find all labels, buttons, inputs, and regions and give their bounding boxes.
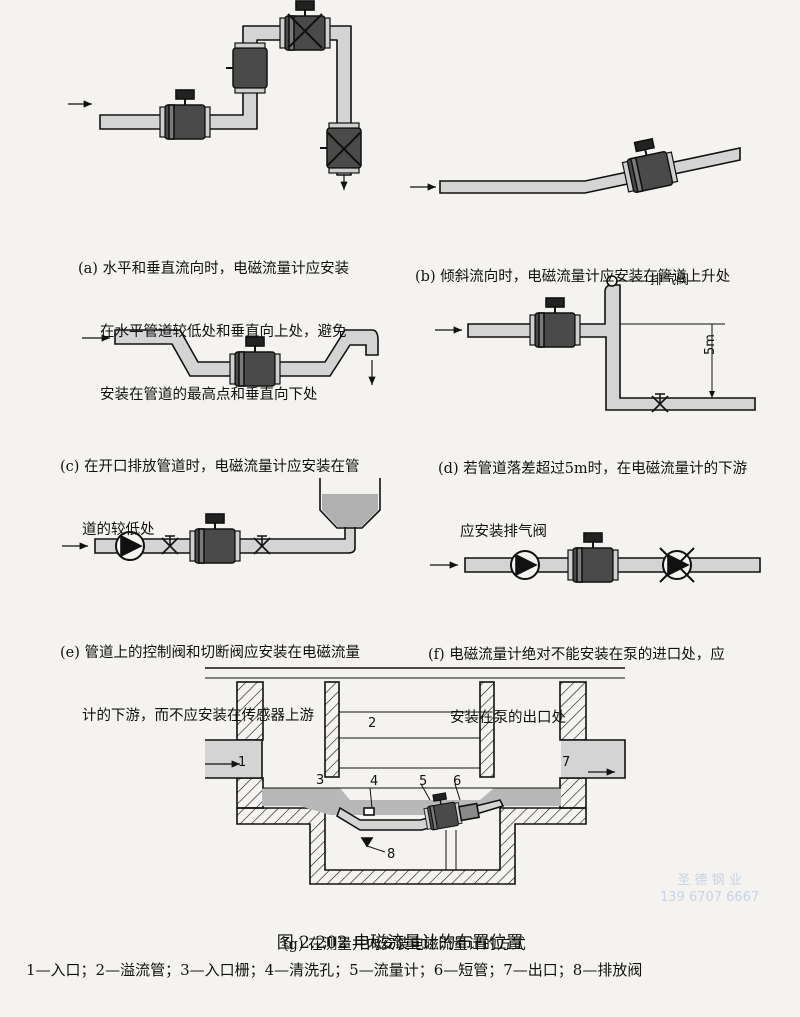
caption-a: (a) 水平和垂直流向时，电磁流量计应安装 在水平管道较低处和垂直向上处，避免 …: [78, 217, 349, 427]
label-7: 7: [562, 755, 571, 770]
left-wall: [236, 681, 264, 741]
label-5: 5: [419, 774, 428, 789]
caption-e-line-2: 计的下游，而不应安装在传感器上游: [82, 708, 314, 724]
caption-d-line-1: (d) 若管道落差超过5m时，在电磁流量计的下游: [438, 461, 748, 477]
label-8: 8: [387, 847, 396, 862]
caption-f-line-2: 安装在泵的出口处: [450, 710, 566, 726]
cleaning-hole: [363, 807, 375, 816]
cross-mark: [287, 13, 323, 49]
caption-d: (d) 若管道落差超过5m时，在电磁流量计的下游 应安装排气阀: [438, 417, 747, 564]
label-2: 2: [368, 716, 377, 731]
short-pipe: [457, 802, 481, 822]
label-6: 6: [453, 774, 462, 789]
caption-d-line-2: 应安装排气阀: [460, 524, 547, 540]
caption-c-line-2: 道的较低处: [82, 522, 155, 538]
caption-a-line-2: 在水平管道较低处和垂直向上处，避免: [100, 324, 347, 340]
drain-valve: [360, 837, 374, 848]
watermark-line-2: 139 6707 6667: [660, 890, 760, 905]
legend: 1—入口；2—溢流管；3—入口栅；4—清洗孔；5—流量计；6—短管；7—出口；8…: [26, 961, 643, 979]
caption-f: (f) 电磁流量计绝对不能安装在泵的进口处，应 安装在泵的出口处: [428, 603, 725, 750]
panel-g: [205, 667, 626, 885]
caption-g-text: (g) 在测量井内安装电磁流量计的方式: [283, 937, 526, 953]
caption-a-line-1: (a) 水平和垂直流向时，电磁流量计应安装: [78, 261, 350, 277]
panel-d: [435, 275, 756, 413]
caption-e-line-1: (e) 管道上的控制阀和切断阀应安装在电磁流量: [60, 645, 361, 661]
cross-mark: [326, 131, 362, 167]
caption-b-line-1: (b) 倾斜流向时，电磁流量计应安装在管道上升处: [415, 269, 731, 285]
label-exhaust-valve: 排气阀: [650, 273, 690, 288]
panel-a: [68, 0, 362, 190]
caption-c-line-1: (c) 在开口排放管道时，电磁流量计应安装在管: [60, 459, 360, 475]
caption-a-line-3: 安装在管道的最高点和垂直向下处: [100, 387, 318, 403]
panel-b: [410, 134, 741, 195]
panel-c: [82, 329, 379, 387]
panel-e: [62, 478, 381, 564]
meter-vertical-up-ok: [225, 42, 268, 94]
meter-vertical-down-wrong: [319, 122, 362, 174]
meter-horizontal-ok: [159, 89, 211, 140]
figure-title: 图 2.202 电磁流量计的布置位置: [276, 933, 524, 953]
watermark-line-1: 圣 德 钢 业: [677, 873, 742, 888]
label-1: 1: [238, 755, 247, 770]
label-3: 3: [316, 773, 325, 788]
caption-b: (b) 倾斜流向时，电磁流量计应安装在管道上升处: [415, 225, 730, 309]
meter-top-wrong: [279, 0, 331, 51]
watermark: 圣 德 钢 业 139 6707 6667: [660, 872, 759, 906]
floor: [236, 807, 587, 885]
inlet-pipe: [205, 739, 263, 779]
caption-f-line-1: (f) 电磁流量计绝对不能安装在泵的进口处，应: [428, 647, 725, 663]
right-wall: [559, 681, 587, 741]
label-4: 4: [370, 774, 379, 789]
caption-c: (c) 在开口排放管道时，电磁流量计应安装在管 道的较低处: [60, 415, 360, 562]
flow-meter: [617, 134, 679, 195]
label-height: 5m: [703, 334, 718, 355]
caption-g: (g) 在测量井内安装电磁流量计的方式: [283, 893, 526, 977]
caption-e: (e) 管道上的控制阀和切断阀应安装在电磁流量 计的下游，而不应安装在传感器上游: [60, 601, 360, 748]
panel-f: [430, 532, 761, 583]
cross-mark: [659, 547, 695, 583]
hopper: [319, 478, 381, 529]
